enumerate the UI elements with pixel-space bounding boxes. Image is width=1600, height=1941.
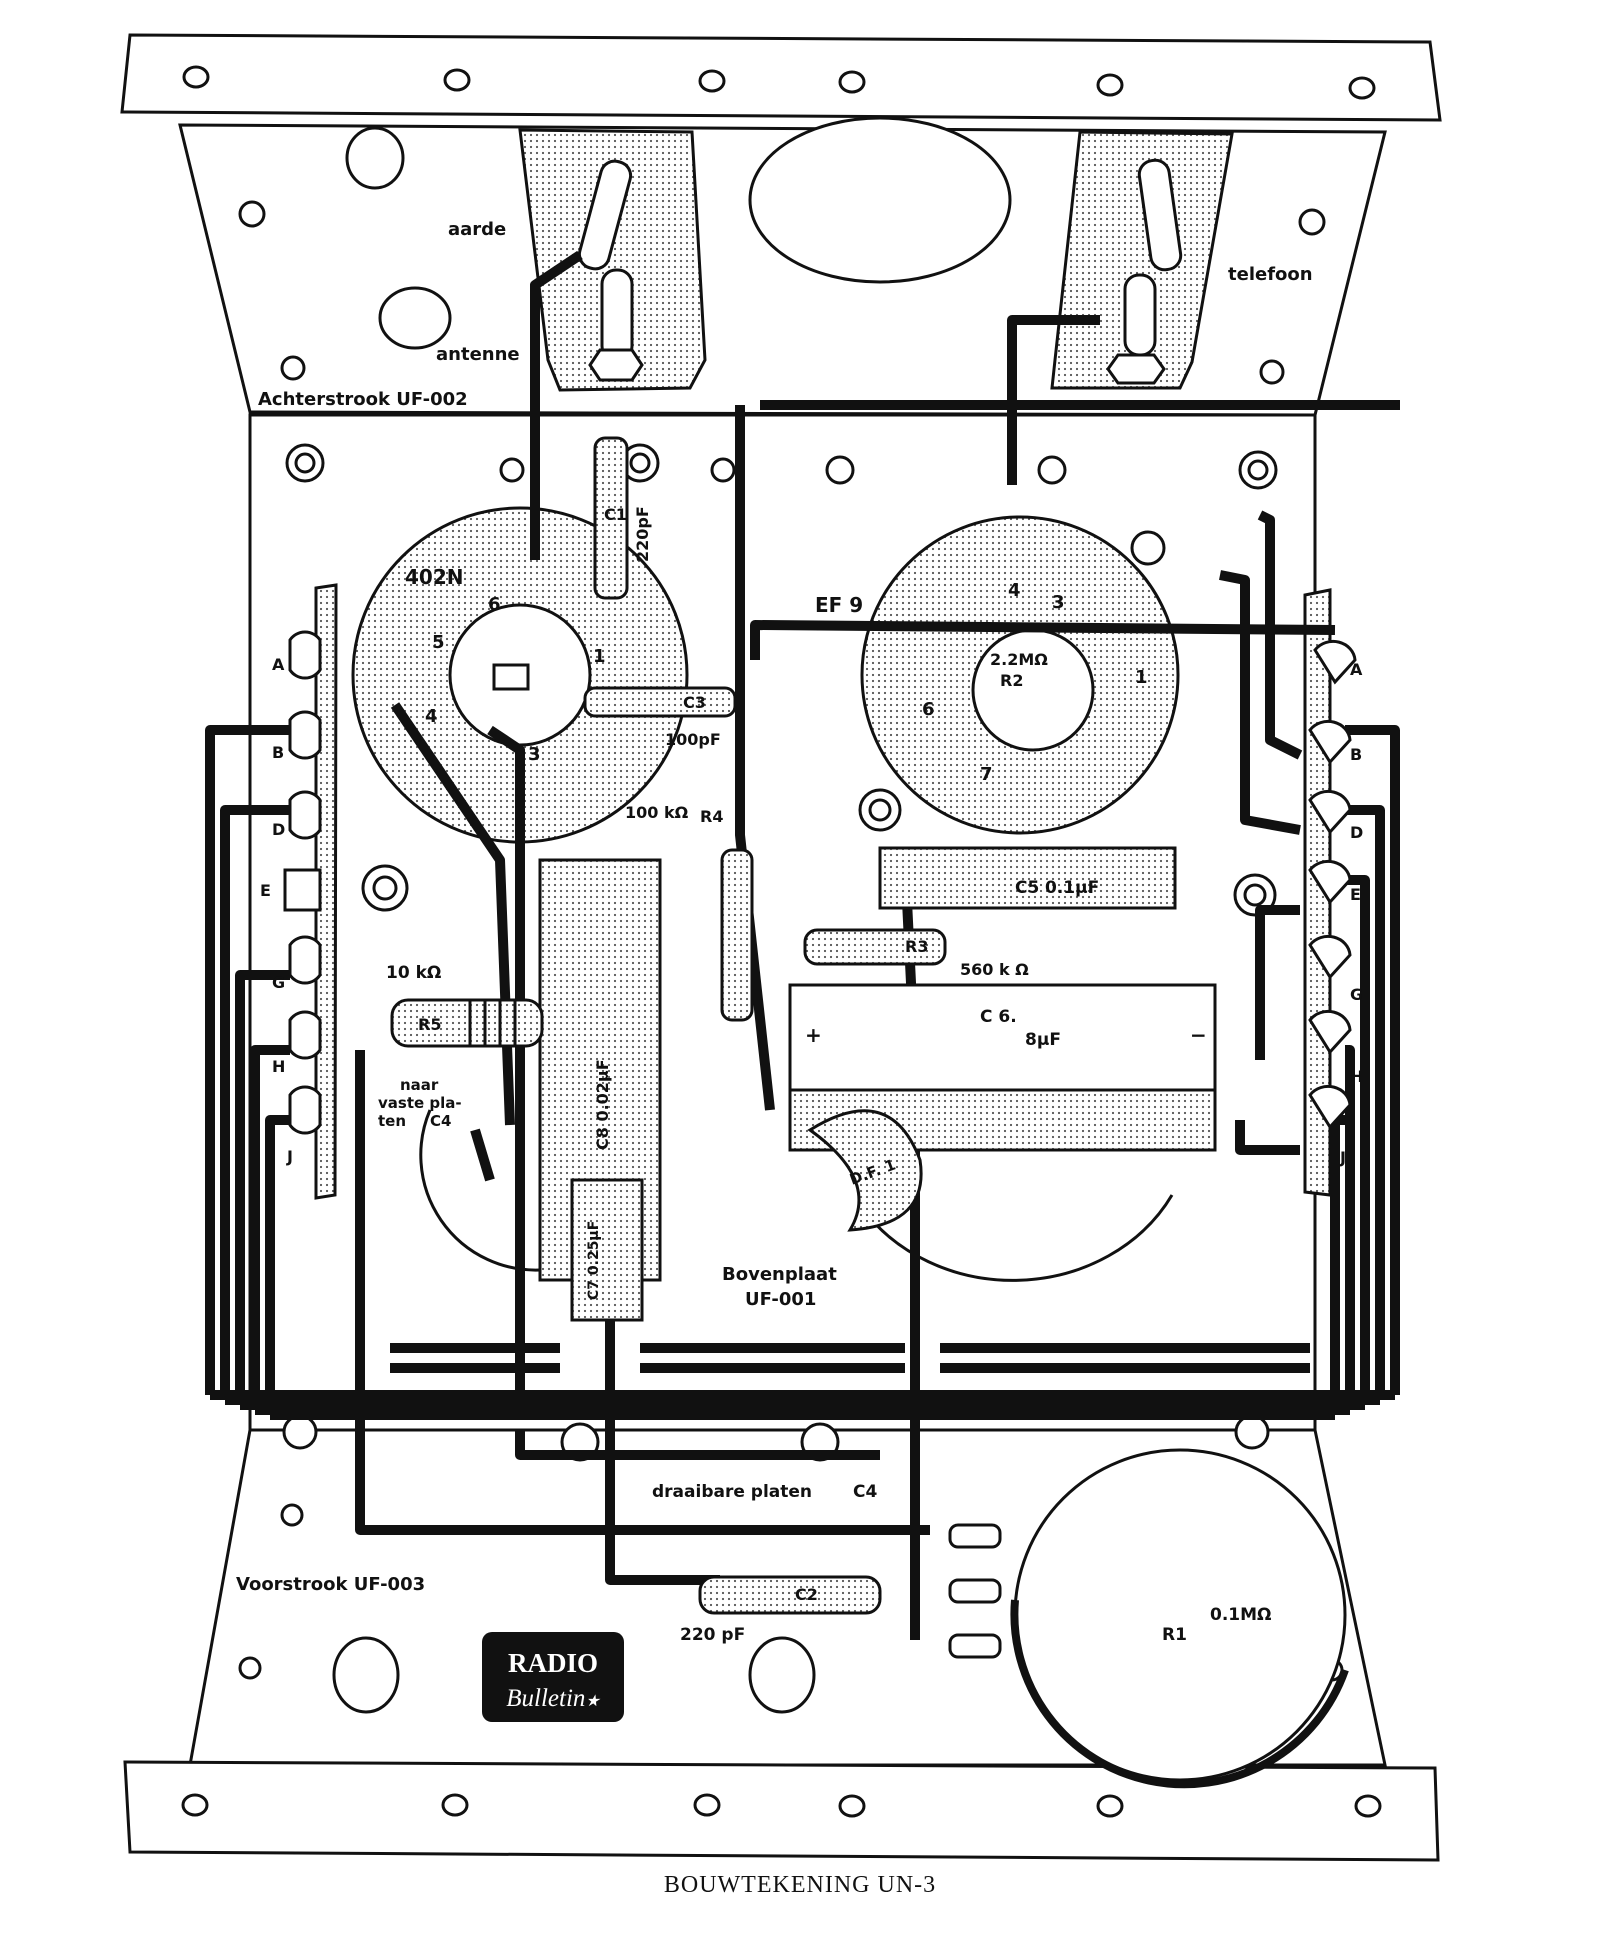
label-tube-pentode: EF 9 xyxy=(815,593,863,617)
label-left-H: H xyxy=(272,1057,285,1076)
label-right-E: E xyxy=(1350,885,1361,904)
label-c7: C7 0.25μF xyxy=(586,1221,602,1300)
label-r3-name: R3 xyxy=(905,937,928,956)
label-c1-value: 220pF xyxy=(633,506,652,562)
labels: aarde antenne telefoon Achterstrook UF-0… xyxy=(236,219,1363,1712)
label-rect-pin-4: 4 xyxy=(425,706,438,727)
label-c6-plus: + xyxy=(805,1023,822,1047)
resistor-r5 xyxy=(390,998,544,1048)
label-c6-name: C 6. xyxy=(980,1007,1017,1027)
terminal-lugs xyxy=(283,630,1357,1135)
front-flange xyxy=(123,1760,1440,1862)
label-left-A: A xyxy=(272,655,285,674)
logo-line-1: RADIO xyxy=(508,1648,598,1678)
bus-bars xyxy=(390,1343,1310,1373)
label-r1-value: 0.1MΩ xyxy=(1210,1605,1271,1625)
label-right-D: D xyxy=(1350,823,1363,842)
drawing-caption: BOUWTEKENING UN-3 xyxy=(663,1872,937,1898)
label-pent-pin-1: 1 xyxy=(1135,667,1148,688)
label-right-H: H xyxy=(1350,1067,1363,1086)
label-right-B: B xyxy=(1350,745,1362,764)
label-front-strip: Voorstrook UF-003 xyxy=(236,1574,425,1595)
label-pent-pin-3: 3 xyxy=(1052,592,1065,613)
label-r5-value: 10 kΩ xyxy=(386,963,441,983)
label-r2-value: 2.2MΩ xyxy=(990,650,1048,669)
label-c4-moving-name: C4 xyxy=(853,1482,877,1502)
radio-bulletin-logo xyxy=(482,1632,624,1722)
label-c6-value: 8μF xyxy=(1025,1030,1061,1050)
label-r2-name: R2 xyxy=(1000,671,1023,690)
label-left-G: G xyxy=(272,973,285,992)
label-c1-name: C1 xyxy=(604,505,627,524)
resistor-r4 xyxy=(720,848,754,1022)
capacitor-c6 xyxy=(788,983,1217,1152)
label-r5-name: R5 xyxy=(418,1015,441,1034)
choke-df1 xyxy=(807,1109,923,1232)
label-c3-value: 100pF xyxy=(665,730,721,749)
label-c4-fixed-3: ten xyxy=(378,1112,406,1130)
top-plate-hardware xyxy=(238,443,1344,1714)
label-right-G: G xyxy=(1350,985,1363,1004)
label-left-B: B xyxy=(272,743,284,762)
capacitor-c1 xyxy=(593,436,629,600)
label-c8: C8 0.02μF xyxy=(593,1059,612,1150)
label-c4-fixed-2: vaste pla- xyxy=(378,1094,462,1112)
label-c3-name: C3 xyxy=(683,693,706,712)
resistor-r3 xyxy=(803,928,947,966)
label-c2-name: C2 xyxy=(795,1585,818,1604)
label-c4-moving: draaibare platen xyxy=(652,1482,812,1502)
label-pent-pin-7: 7 xyxy=(980,764,993,785)
label-phone: telefoon xyxy=(1228,264,1313,285)
capacitor-c7 xyxy=(570,1178,644,1322)
label-right-A: A xyxy=(1350,660,1363,679)
label-top-plate-1: Bovenplaat xyxy=(722,1264,837,1285)
label-left-E: E xyxy=(260,881,271,900)
capacitor-c3 xyxy=(583,686,737,718)
label-rear-strip: Achterstrook UF-002 xyxy=(258,389,468,410)
label-r3-value: 560 k Ω xyxy=(960,960,1029,979)
label-c2-value: 220 pF xyxy=(680,1625,745,1645)
label-r1-name: R1 xyxy=(1162,1625,1187,1645)
label-rect-pin-5: 5 xyxy=(432,632,445,653)
potentiometer-r1 xyxy=(948,1448,1349,1789)
label-r4-name: R4 xyxy=(700,807,723,826)
wiring xyxy=(205,250,1400,1640)
label-antenna: antenne xyxy=(436,344,520,365)
pentode-socket xyxy=(860,515,1180,835)
label-left-J: J xyxy=(286,1147,293,1166)
capacitor-c5 xyxy=(878,846,1177,910)
label-earth: aarde xyxy=(448,219,506,240)
label-left-D: D xyxy=(272,820,285,839)
label-c4-fixed-1: naar xyxy=(400,1076,439,1094)
tuning-cap-outline xyxy=(419,1109,1174,1282)
label-c5-value: 0.1μF xyxy=(1045,878,1099,898)
label-pent-pin-4: 4 xyxy=(1008,580,1021,601)
rear-holes xyxy=(238,116,1326,385)
label-top-plate-2: UF-001 xyxy=(745,1289,816,1310)
label-pent-pin-6: 6 xyxy=(922,699,935,720)
label-c5-name: C5 xyxy=(1015,878,1039,898)
rear-flange xyxy=(120,33,1442,122)
label-rect-pin-6: 6 xyxy=(488,594,501,615)
label-c6-minus: − xyxy=(1190,1023,1207,1047)
logo-line-2: Bulletin★ xyxy=(506,1685,601,1712)
binding-posts xyxy=(577,158,1183,385)
label-rect-pin-3: 3 xyxy=(528,744,541,765)
label-tube-rectifier: 402N xyxy=(405,565,464,589)
label-c4-fixed-4: C4 xyxy=(430,1112,451,1130)
label-rect-pin-1: 1 xyxy=(593,646,606,667)
label-right-J: J xyxy=(1339,1148,1346,1167)
capacitor-c2 xyxy=(698,1575,882,1615)
flange-holes xyxy=(181,65,1382,1818)
label-r4-value: 100 kΩ xyxy=(625,803,689,822)
